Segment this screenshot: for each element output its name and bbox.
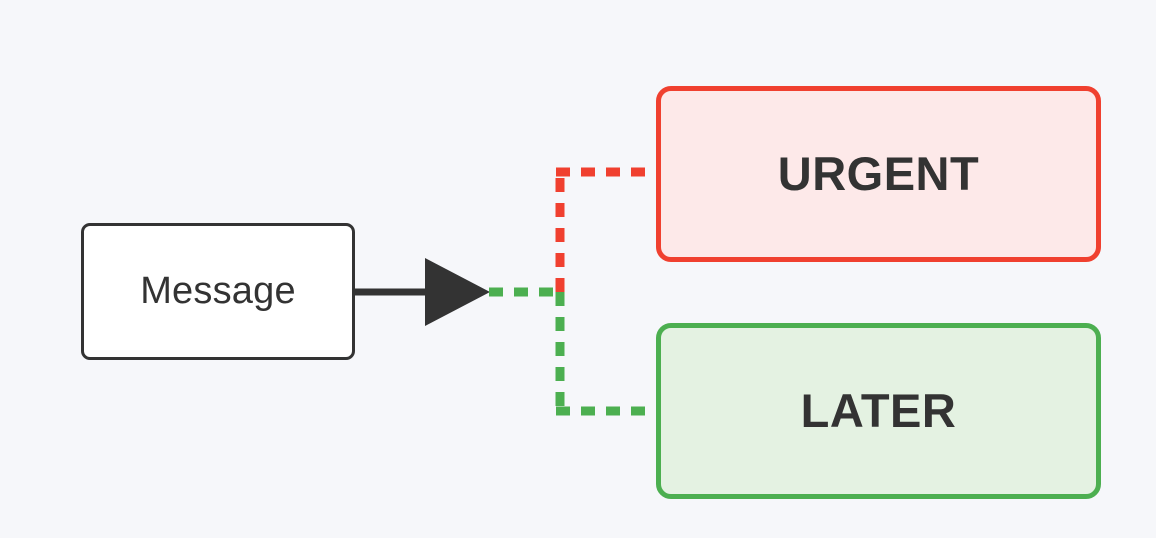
node-urgent-label: URGENT xyxy=(777,147,980,201)
node-later[interactable]: LATER xyxy=(656,323,1101,499)
node-urgent[interactable]: URGENT xyxy=(656,86,1101,262)
edge-message-out xyxy=(355,258,490,326)
edge-message-out-arrowhead xyxy=(425,258,490,326)
node-later-label: LATER xyxy=(800,384,957,438)
node-message[interactable]: Message xyxy=(81,223,355,360)
edge-branch-urgent xyxy=(555,167,658,292)
edge-branch-later xyxy=(555,292,658,416)
node-message-label: Message xyxy=(140,269,296,312)
